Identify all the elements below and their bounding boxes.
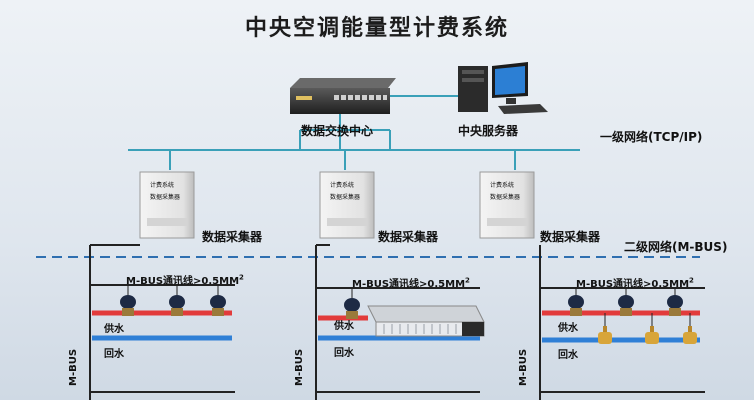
collector-box [139,171,195,239]
return-water-label: 回水 [334,348,354,359]
heat-meter [169,285,185,316]
supply-water-label: 供水 [104,324,124,335]
heat-meter [667,288,683,316]
mbus-cable-label: M-BUS通讯线>0.5MM2 [126,273,244,287]
collector-label: 数据采集器 [540,230,601,244]
mbus-trunk-label: M-BUS [294,348,305,386]
server-computer [458,62,548,114]
mbus-cable-label: M-BUS通讯线>0.5MM2 [576,276,694,290]
mbus-trunk-label: M-BUS [518,348,529,386]
collector-label: 数据采集器 [378,230,439,244]
heat-meter [568,288,584,316]
mbus-cable-label: M-BUS通讯线>0.5MM2 [352,276,470,290]
control-valve [683,313,697,344]
control-valve [598,313,612,344]
supply-water-label: 供水 [334,321,354,332]
collector-face-subtitle: 数据采集器 [150,194,181,201]
collector-face-title: 计费系统 [490,182,515,189]
switch-label: 数据交换中心 [301,124,374,138]
server-label: 中央服务器 [458,124,519,138]
collector-label: 数据采集器 [202,230,263,244]
collector-face-subtitle: 数据采集器 [490,194,521,201]
heat-meter [618,288,634,316]
collector-box [319,171,375,239]
return-water-label: 回水 [558,350,578,361]
mbus-trunk-label: M-BUS [68,348,79,386]
heat-meter [120,285,136,316]
heat-meter [344,288,360,319]
collector-box [479,171,535,239]
level2-network-label: 二级网络(M-BUS) [624,240,728,254]
collector-face-subtitle: 数据采集器 [330,194,361,201]
heat-meter [210,285,226,316]
supply-water-label: 供水 [558,323,578,334]
diagram-title: 中央空调能量型计费系统 [244,16,509,41]
collector-face-title: 计费系统 [150,182,175,189]
tcp-ip-network [128,114,580,170]
mbus-trunks [89,244,705,400]
control-valve [645,313,659,344]
return-water-label: 回水 [104,349,124,360]
level1-network-label: 一级网络(TCP/IP) [600,130,703,144]
network-switch [290,78,396,114]
fan-coil-unit [367,305,485,337]
collector-face-title: 计费系统 [330,182,355,189]
